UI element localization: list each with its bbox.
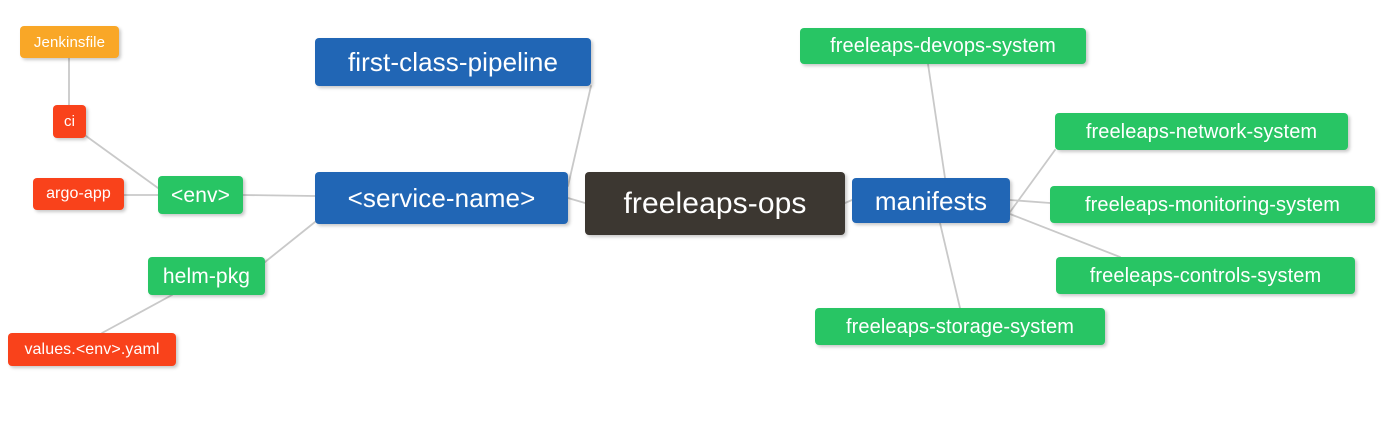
mindmap-node-monitoring[interactable]: freeleaps-monitoring-system <box>1050 186 1375 223</box>
edge-manifests-storage <box>939 222 961 309</box>
mindmap-node-label-jenkinsfile: Jenkinsfile <box>33 33 106 51</box>
mindmap-node-label-devops: freeleaps-devops-system <box>830 35 1056 57</box>
edge-root-manifests <box>844 199 853 204</box>
mindmap-node-jenkinsfile[interactable]: Jenkinsfile <box>20 26 119 58</box>
mindmap-node-storage[interactable]: freeleaps-storage-system <box>815 308 1105 345</box>
mindmap-node-label-network: freeleaps-network-system <box>1085 120 1318 143</box>
mindmap-node-label-env: <env> <box>171 183 230 207</box>
mindmap-node-env[interactable]: <env> <box>158 176 243 214</box>
mindmap-node-label-controls: freeleaps-controls-system <box>1089 264 1322 287</box>
mindmap-node-network[interactable]: freeleaps-network-system <box>1055 113 1348 150</box>
mindmap-node-label-ci: ci <box>63 113 76 130</box>
mindmap-node-label-root: freeleaps-ops <box>623 186 807 220</box>
mindmap-node-label-storage: freeleaps-storage-system <box>845 315 1075 338</box>
mindmap-node-ci[interactable]: ci <box>53 105 86 138</box>
edge-manifests-network <box>1009 149 1056 213</box>
mindmap-node-service[interactable]: <service-name> <box>315 172 568 224</box>
edge-manifests-devops <box>927 63 946 179</box>
edge-manifests-monitoring <box>1009 199 1051 204</box>
mindmap-node-label-valuesyaml: values.<env>.yaml <box>24 340 160 358</box>
mindmap-node-helmpkg[interactable]: helm-pkg <box>148 257 265 295</box>
mindmap-node-valuesyaml[interactable]: values.<env>.yaml <box>8 333 176 366</box>
mindmap-node-pipeline[interactable]: first-class-pipeline <box>315 38 591 86</box>
mindmap-node-label-service: <service-name> <box>347 183 536 213</box>
mindmap-node-manifests[interactable]: manifests <box>852 178 1010 223</box>
edge-helmpkg-valuesyaml <box>101 294 173 334</box>
edge-root-service <box>567 197 586 204</box>
edge-service-env <box>242 194 316 197</box>
mindmap-node-devops[interactable]: freeleaps-devops-system <box>800 28 1086 64</box>
edge-service-helmpkg <box>264 221 316 263</box>
edge-service-pipeline <box>567 85 592 187</box>
mindmap-node-label-helmpkg: helm-pkg <box>162 264 251 288</box>
mindmap-node-label-monitoring: freeleaps-monitoring-system <box>1084 193 1340 216</box>
mindmap-node-label-pipeline: first-class-pipeline <box>347 47 559 77</box>
mindmap-node-argoapp[interactable]: argo-app <box>33 178 124 210</box>
mindmap-node-root[interactable]: freeleaps-ops <box>585 172 845 235</box>
mindmap-node-label-argoapp: argo-app <box>46 185 111 202</box>
mindmap-node-label-manifests: manifests <box>874 185 988 216</box>
mindmap-node-controls[interactable]: freeleaps-controls-system <box>1056 257 1355 294</box>
